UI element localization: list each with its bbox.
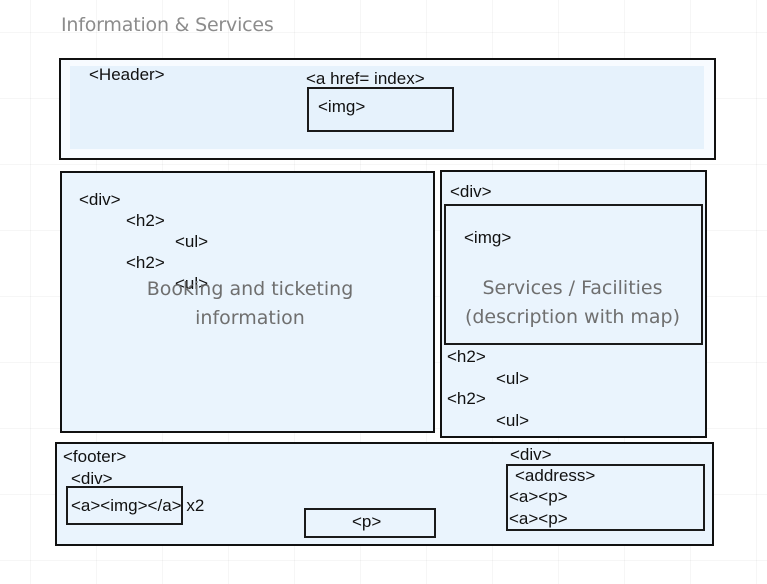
services-img-label: <img> bbox=[464, 228, 512, 247]
services-description-line: (description with map) bbox=[464, 306, 681, 328]
footer-links-label: <a><img></a> x2 bbox=[71, 496, 205, 515]
footer-box bbox=[55, 442, 714, 546]
footer-right-div-label: <div> bbox=[510, 445, 552, 464]
booking-box bbox=[60, 171, 435, 433]
services-box bbox=[440, 170, 707, 438]
services-ul-label: <ul> bbox=[496, 369, 530, 388]
booking-h2-label: <h2> bbox=[126, 211, 165, 230]
booking-description: Booking and ticketing information bbox=[100, 275, 400, 333]
footer-link-paragraph-label: <a><p> bbox=[509, 509, 568, 528]
booking-description-line: Booking and ticketing bbox=[146, 278, 354, 300]
footer-address-label: <address> bbox=[515, 466, 596, 485]
booking-description-line: information bbox=[195, 307, 305, 329]
booking-ul-label: <ul> bbox=[175, 232, 209, 251]
services-img-box bbox=[444, 204, 703, 345]
footer-div-label: <div> bbox=[71, 469, 113, 488]
anchor-index-label: <a href= index> bbox=[306, 69, 425, 88]
services-h2-label: <h2> bbox=[447, 347, 486, 366]
booking-div-label: <div> bbox=[79, 190, 121, 209]
footer-address-box bbox=[506, 464, 705, 531]
footer-link-paragraph-label: <a><p> bbox=[509, 487, 568, 506]
header-img-label: <img> bbox=[318, 97, 366, 116]
header-tag-label: <Header> bbox=[89, 65, 165, 84]
services-description: Services / Facilities (description with … bbox=[444, 274, 701, 332]
footer-p-label: <p> bbox=[352, 512, 382, 531]
header-img-box bbox=[307, 87, 454, 132]
header-fill bbox=[70, 66, 704, 149]
services-description-line: Services / Facilities bbox=[482, 277, 663, 299]
page-title: Information & Services bbox=[61, 14, 274, 36]
services-div-label: <div> bbox=[450, 182, 492, 201]
services-ul-label: <ul> bbox=[496, 411, 530, 430]
booking-h2-label: <h2> bbox=[126, 253, 165, 272]
services-h2-label: <h2> bbox=[447, 389, 486, 408]
booking-ul-label: <ul> bbox=[175, 274, 209, 293]
footer-p-box bbox=[304, 508, 436, 538]
footer-links-box bbox=[66, 486, 183, 525]
footer-tag-label: <footer> bbox=[63, 447, 127, 466]
